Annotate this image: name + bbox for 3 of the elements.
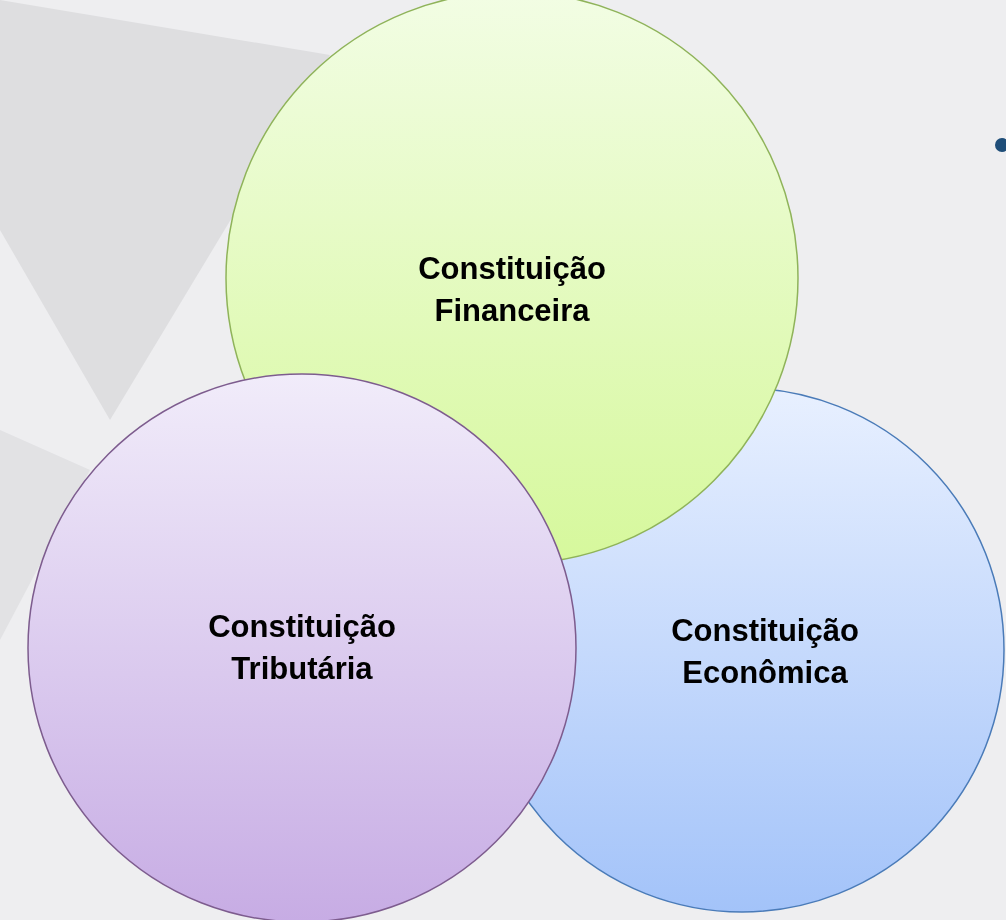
circle-label: Constituição Tributária — [207, 608, 397, 688]
circle-label: Constituição Financeira — [417, 250, 607, 330]
circle-label: Constituição Econômica — [670, 612, 860, 692]
